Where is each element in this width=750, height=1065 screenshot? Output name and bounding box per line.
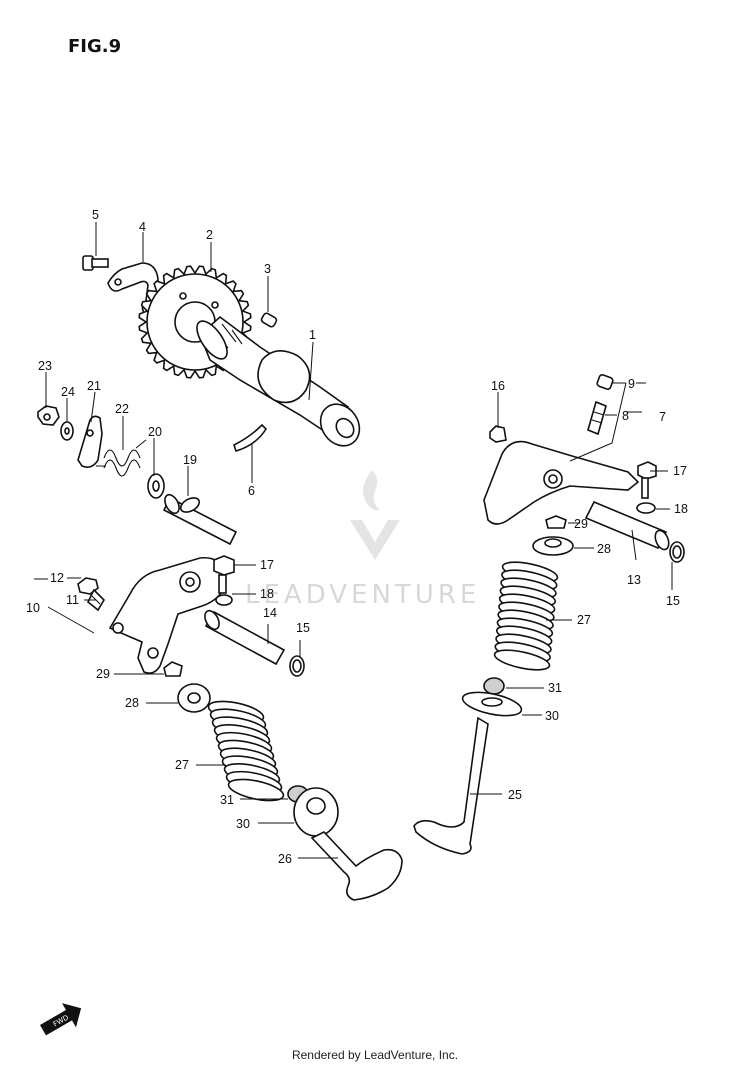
- part-18-washer-left: [215, 594, 233, 606]
- part-22-spring: [96, 439, 147, 477]
- callout-19: 19: [183, 453, 197, 467]
- callout-12: 12: [50, 571, 64, 585]
- callout-18-right: 18: [674, 502, 688, 516]
- part-1-camshaft: [196, 315, 361, 447]
- part-29-cotter-right: [545, 515, 567, 529]
- callout-29-left: 29: [96, 667, 110, 681]
- part-23-nut: [37, 405, 60, 426]
- callout-4: 4: [139, 220, 146, 234]
- callout-28-right: 28: [597, 542, 611, 556]
- callout-26: 26: [278, 852, 292, 866]
- callout-16: 16: [491, 379, 505, 393]
- part-15-ring-left: [289, 655, 305, 677]
- callout-22: 22: [115, 402, 129, 416]
- part-21-plate: [77, 415, 103, 468]
- callout-3: 3: [264, 262, 271, 276]
- part-18-washer-right: [636, 502, 656, 514]
- part-7-rocker-arm: [483, 440, 640, 525]
- callout-21: 21: [87, 379, 101, 393]
- callout-31-right: 31: [548, 681, 562, 695]
- spring-coil: [493, 649, 551, 671]
- part-24-washer: [60, 421, 74, 441]
- part-16-clip: [489, 425, 507, 443]
- footer-credit: Rendered by LeadVenture, Inc.: [292, 1048, 458, 1062]
- callout-8: 8: [622, 409, 629, 423]
- callout-25: 25: [508, 788, 522, 802]
- callout-29-right: 29: [574, 517, 588, 531]
- callout-20: 20: [148, 425, 162, 439]
- part-8-adjuster: [587, 400, 607, 436]
- part-17-bolt-left: [213, 555, 235, 594]
- part-19-shaft: [162, 493, 238, 546]
- callout-28-left: 28: [125, 696, 139, 710]
- callout-27-left: 27: [175, 758, 189, 772]
- part-25-valve: [413, 716, 489, 855]
- callout-5: 5: [92, 208, 99, 222]
- callout-labels: 1 2 3 4 5 6 7 8 9 10 11 12 13 14 15 15 1…: [26, 208, 688, 866]
- part-27-spring-right: [493, 561, 559, 671]
- callout-27-right: 27: [577, 613, 591, 627]
- part-9-nut: [596, 374, 614, 390]
- watermark-text: LEADVENTURE: [245, 580, 480, 610]
- callout-17-left: 17: [260, 558, 274, 572]
- leader-lines: [34, 222, 673, 859]
- part-6-clip: [233, 423, 268, 452]
- callout-24: 24: [61, 385, 75, 399]
- part-20-ring: [147, 473, 165, 499]
- direction-arrow-icon: FWD: [40, 1003, 82, 1036]
- part-14-shaft-left: [204, 609, 286, 666]
- figure-title: FIG.9: [68, 36, 121, 57]
- callout-11: 11: [66, 593, 79, 607]
- part-12-nut-left: [77, 577, 99, 595]
- callout-18-left: 18: [260, 587, 274, 601]
- callout-30-right: 30: [545, 709, 559, 723]
- callout-2: 2: [206, 228, 213, 242]
- part-28-retainer-left: [177, 683, 211, 713]
- callout-15-left: 15: [296, 621, 310, 635]
- callout-17-right: 17: [673, 464, 687, 478]
- callout-23: 23: [38, 359, 52, 373]
- part-15-ring-right: [669, 541, 685, 563]
- callout-6: 6: [248, 484, 255, 498]
- part-17-bolt-right: [637, 461, 657, 499]
- part-28-retainer-right: [532, 536, 574, 556]
- callout-1: 1: [309, 328, 316, 342]
- watermark: LEADVENTURE: [245, 470, 480, 610]
- part-13-shaft-right: [584, 500, 670, 551]
- callout-10: 10: [26, 601, 40, 615]
- part-3-pin: [260, 312, 278, 328]
- callout-30-left: 30: [236, 817, 250, 831]
- part-31-cotter-right: [483, 677, 505, 695]
- callout-15-right: 15: [666, 594, 680, 608]
- callout-31-left: 31: [220, 793, 234, 807]
- callout-14: 14: [263, 606, 277, 620]
- part-27-spring-left: [207, 700, 285, 802]
- part-30-seat-left: [293, 787, 339, 837]
- part-30-seat-right: [461, 691, 523, 717]
- callout-9: 9: [628, 377, 635, 391]
- part-26-valve-left: [310, 831, 403, 901]
- part-29-cotter-left: [163, 661, 183, 677]
- part-5-bolt: [82, 255, 109, 271]
- callout-13: 13: [627, 573, 641, 587]
- callout-7: 7: [659, 410, 666, 424]
